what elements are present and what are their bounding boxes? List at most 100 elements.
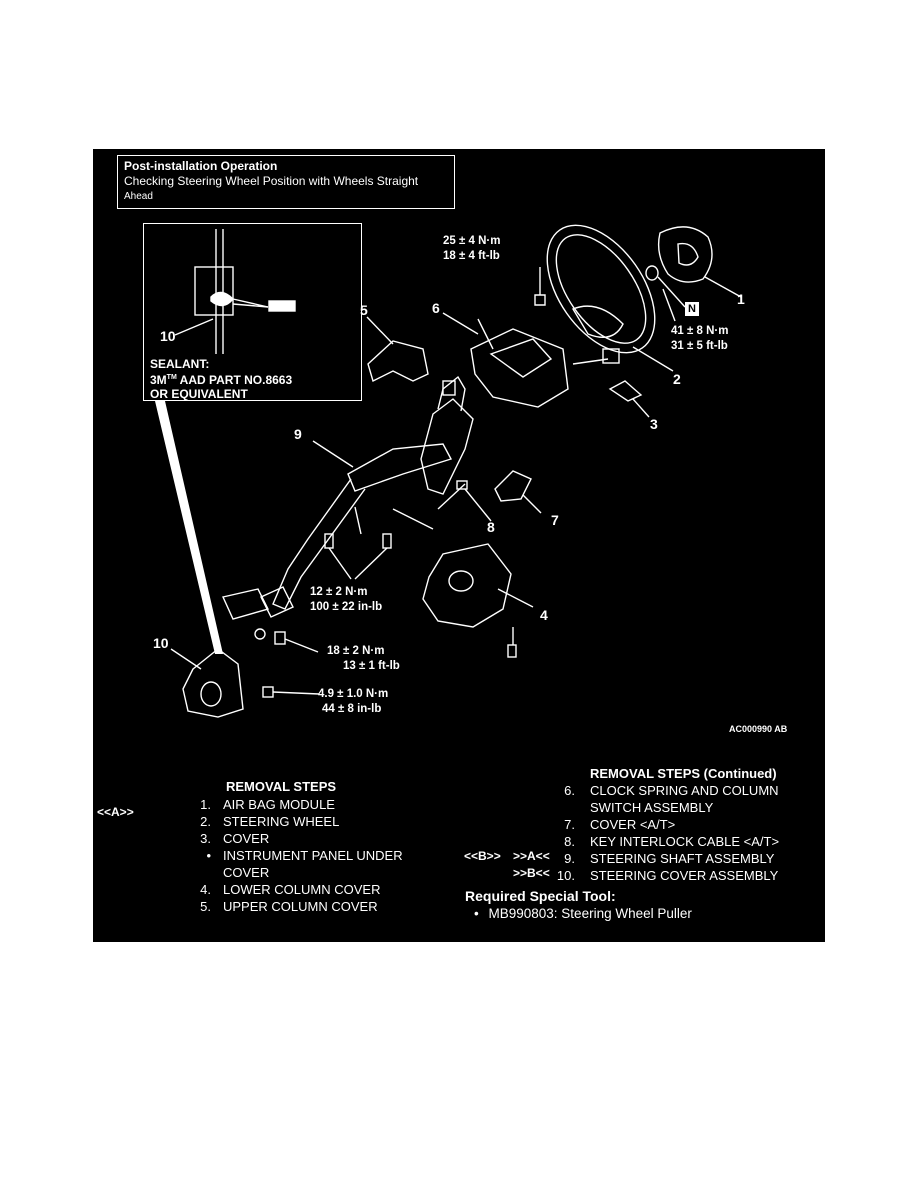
torque-cover-nm: 4.9 ± 1.0 N·m: [318, 688, 389, 700]
callout-4: 4: [540, 607, 548, 623]
callout-7: 7: [551, 512, 559, 528]
removal-mark-b: <<B>>: [464, 849, 501, 863]
removal-step-number: 2.: [200, 814, 211, 829]
special-tool-heading: Required Special Tool:: [465, 888, 616, 904]
sealant-note: SEALANT: 3MTM AAD PART NO.8663 OR EQUIVA…: [150, 357, 292, 401]
torque-wheel-nut-ftlb: 31 ± 5 ft-lb: [671, 340, 728, 352]
callout-3: 3: [650, 416, 658, 432]
torque-column-inlb: 100 ± 22 in-lb: [310, 601, 383, 613]
column-tube: [347, 443, 453, 492]
leader-5: [366, 316, 394, 345]
callout-8: 8: [487, 519, 495, 535]
leader-cover-torque: [272, 691, 320, 695]
special-tool-item-row: • MB990803: Steering Wheel Puller: [474, 906, 692, 921]
inset-arrow: [232, 298, 269, 308]
removal-step-continued-label: KEY INTERLOCK CABLE <A/T>: [590, 834, 780, 849]
torque-wheel-nut-nm: 41 ± 8 N·m: [671, 325, 729, 337]
removal-step-continued-label: COVER <A/T>: [590, 817, 676, 832]
post-installation-title: Post-installation Operation: [124, 159, 278, 173]
removal-steps-continued-heading: REMOVAL STEPS (Continued): [590, 766, 777, 781]
post-installation-box: Post-installation Operation Checking Ste…: [117, 155, 455, 209]
airbag-module-detail: [677, 242, 699, 266]
removal-step-label: COVER: [223, 831, 270, 846]
callout-9: 9: [294, 426, 302, 442]
removal-step-number: 1.: [200, 797, 211, 812]
leader-2: [632, 346, 674, 372]
sealant-tm: TM: [166, 374, 177, 381]
removal-step-continued-label: CLOCK SPRING AND COLUMN: [590, 783, 779, 798]
removal-step-continued-number: 6.: [564, 783, 575, 798]
leader-col-bolt: [328, 547, 352, 580]
callout-5: 5: [360, 302, 368, 318]
leader-col-bracket: [354, 506, 362, 535]
removal-step-number: 3.: [200, 831, 211, 846]
torque-clock-spring-nm: 25 ± 4 N·m: [443, 235, 501, 247]
torque-shaft-nm: 18 ± 2 N·m: [327, 645, 385, 657]
removal-step-continued-number: 10.: [556, 868, 575, 883]
removal-step-number: •: [206, 848, 211, 863]
leader-4: [497, 588, 534, 608]
column-bolt-right: [382, 533, 392, 549]
clock-spring-face: [489, 338, 553, 378]
inset-sealant-tube: [268, 300, 296, 312]
intermediate-shaft: [272, 478, 366, 610]
inset-arrow: [232, 303, 269, 308]
lower-cover-screw: [507, 644, 517, 658]
sealant-equivalent: OR EQUIVALENT: [150, 387, 248, 401]
key-interlock-end: [456, 480, 468, 490]
removal-step-label: AIR BAG MODULE: [223, 797, 335, 812]
column-upper-shaft: [442, 380, 456, 396]
figure-code: AC000990 AB: [729, 724, 788, 734]
steering-cover-boot: [200, 681, 222, 707]
leader-9: [312, 440, 354, 468]
removal-step-continued-number: 9.: [564, 851, 575, 866]
removal-step-label: INSTRUMENT PANEL UNDER: [223, 848, 403, 863]
sealant-label: SEALANT:: [150, 357, 210, 371]
torque-shaft: 18 ± 2 N·m 13 ± 1 ft-lb: [327, 644, 400, 674]
removal-step-continued-label: STEERING SHAFT ASSEMBLY: [590, 851, 775, 866]
cover-7-shape: [494, 470, 532, 502]
torque-cover-inlb: 44 ± 8 in-lb: [322, 703, 382, 715]
steering-wheel-hub: [571, 305, 624, 338]
removal-step-label: STEERING WHEEL: [223, 814, 340, 829]
leader-10: [170, 648, 202, 670]
lower-column-cover-hole: [448, 570, 474, 592]
torque-column-nm: 12 ± 2 N·m: [310, 586, 368, 598]
removal-step-label: UPPER COLUMN COVER: [223, 899, 378, 914]
torque-column: 12 ± 2 N·m 100 ± 22 in-lb: [310, 585, 382, 615]
cover-screw: [262, 686, 274, 698]
inset-sealant-blob: [210, 291, 234, 307]
switch-stalk-left: [477, 318, 494, 350]
leader-col-bracket: [392, 508, 434, 530]
removal-mark-a: <<A>>: [97, 805, 134, 819]
callout-6: 6: [432, 300, 440, 316]
removal-step-number: 5.: [200, 899, 211, 914]
shaft-bolt: [274, 631, 286, 645]
inset-callout-10: 10: [160, 328, 176, 344]
special-tool-item: MB990803: Steering Wheel Puller: [488, 906, 692, 921]
inset-bracket: [194, 266, 234, 316]
nut-n-badge: N: [685, 302, 699, 316]
inset-leader: [174, 318, 214, 336]
removal-step-label: LOWER COLUMN COVER: [223, 882, 381, 897]
sealant-part: 3MTM AAD PART NO.8663: [150, 371, 292, 387]
post-installation-line1: Checking Steering Wheel Position with Wh…: [124, 174, 419, 188]
leader-torque-wheel: [662, 288, 676, 322]
leader-nut: [657, 276, 686, 308]
removal-steps-heading: REMOVAL STEPS: [226, 779, 337, 794]
airbag-module-shape: [657, 226, 713, 283]
leader-8: [464, 488, 492, 522]
column-bolt-left: [324, 533, 334, 549]
lower-column-cover: [422, 543, 512, 628]
cover-3-shape: [608, 380, 643, 402]
removal-step-number: 4.: [200, 882, 211, 897]
leader-6: [442, 312, 479, 335]
upper-column-cover: [367, 340, 429, 383]
removal-step-continued-number: 7.: [564, 817, 575, 832]
sealant-inset-box: 10 SEALANT: 3MTM AAD PART NO.8663 OR EQU…: [143, 223, 362, 401]
torque-clock-spring-ftlb: 18 ± 4 ft-lb: [443, 250, 500, 262]
torque-clock-spring: 25 ± 4 N·m 18 ± 4 ft-lb: [443, 234, 500, 264]
torque-wheel-nut: 41 ± 8 N·m 31 ± 5 ft-lb: [671, 324, 728, 354]
removal-step-continued-label: STEERING COVER ASSEMBLY: [590, 868, 779, 883]
clock-spring-bolt: [534, 294, 546, 306]
